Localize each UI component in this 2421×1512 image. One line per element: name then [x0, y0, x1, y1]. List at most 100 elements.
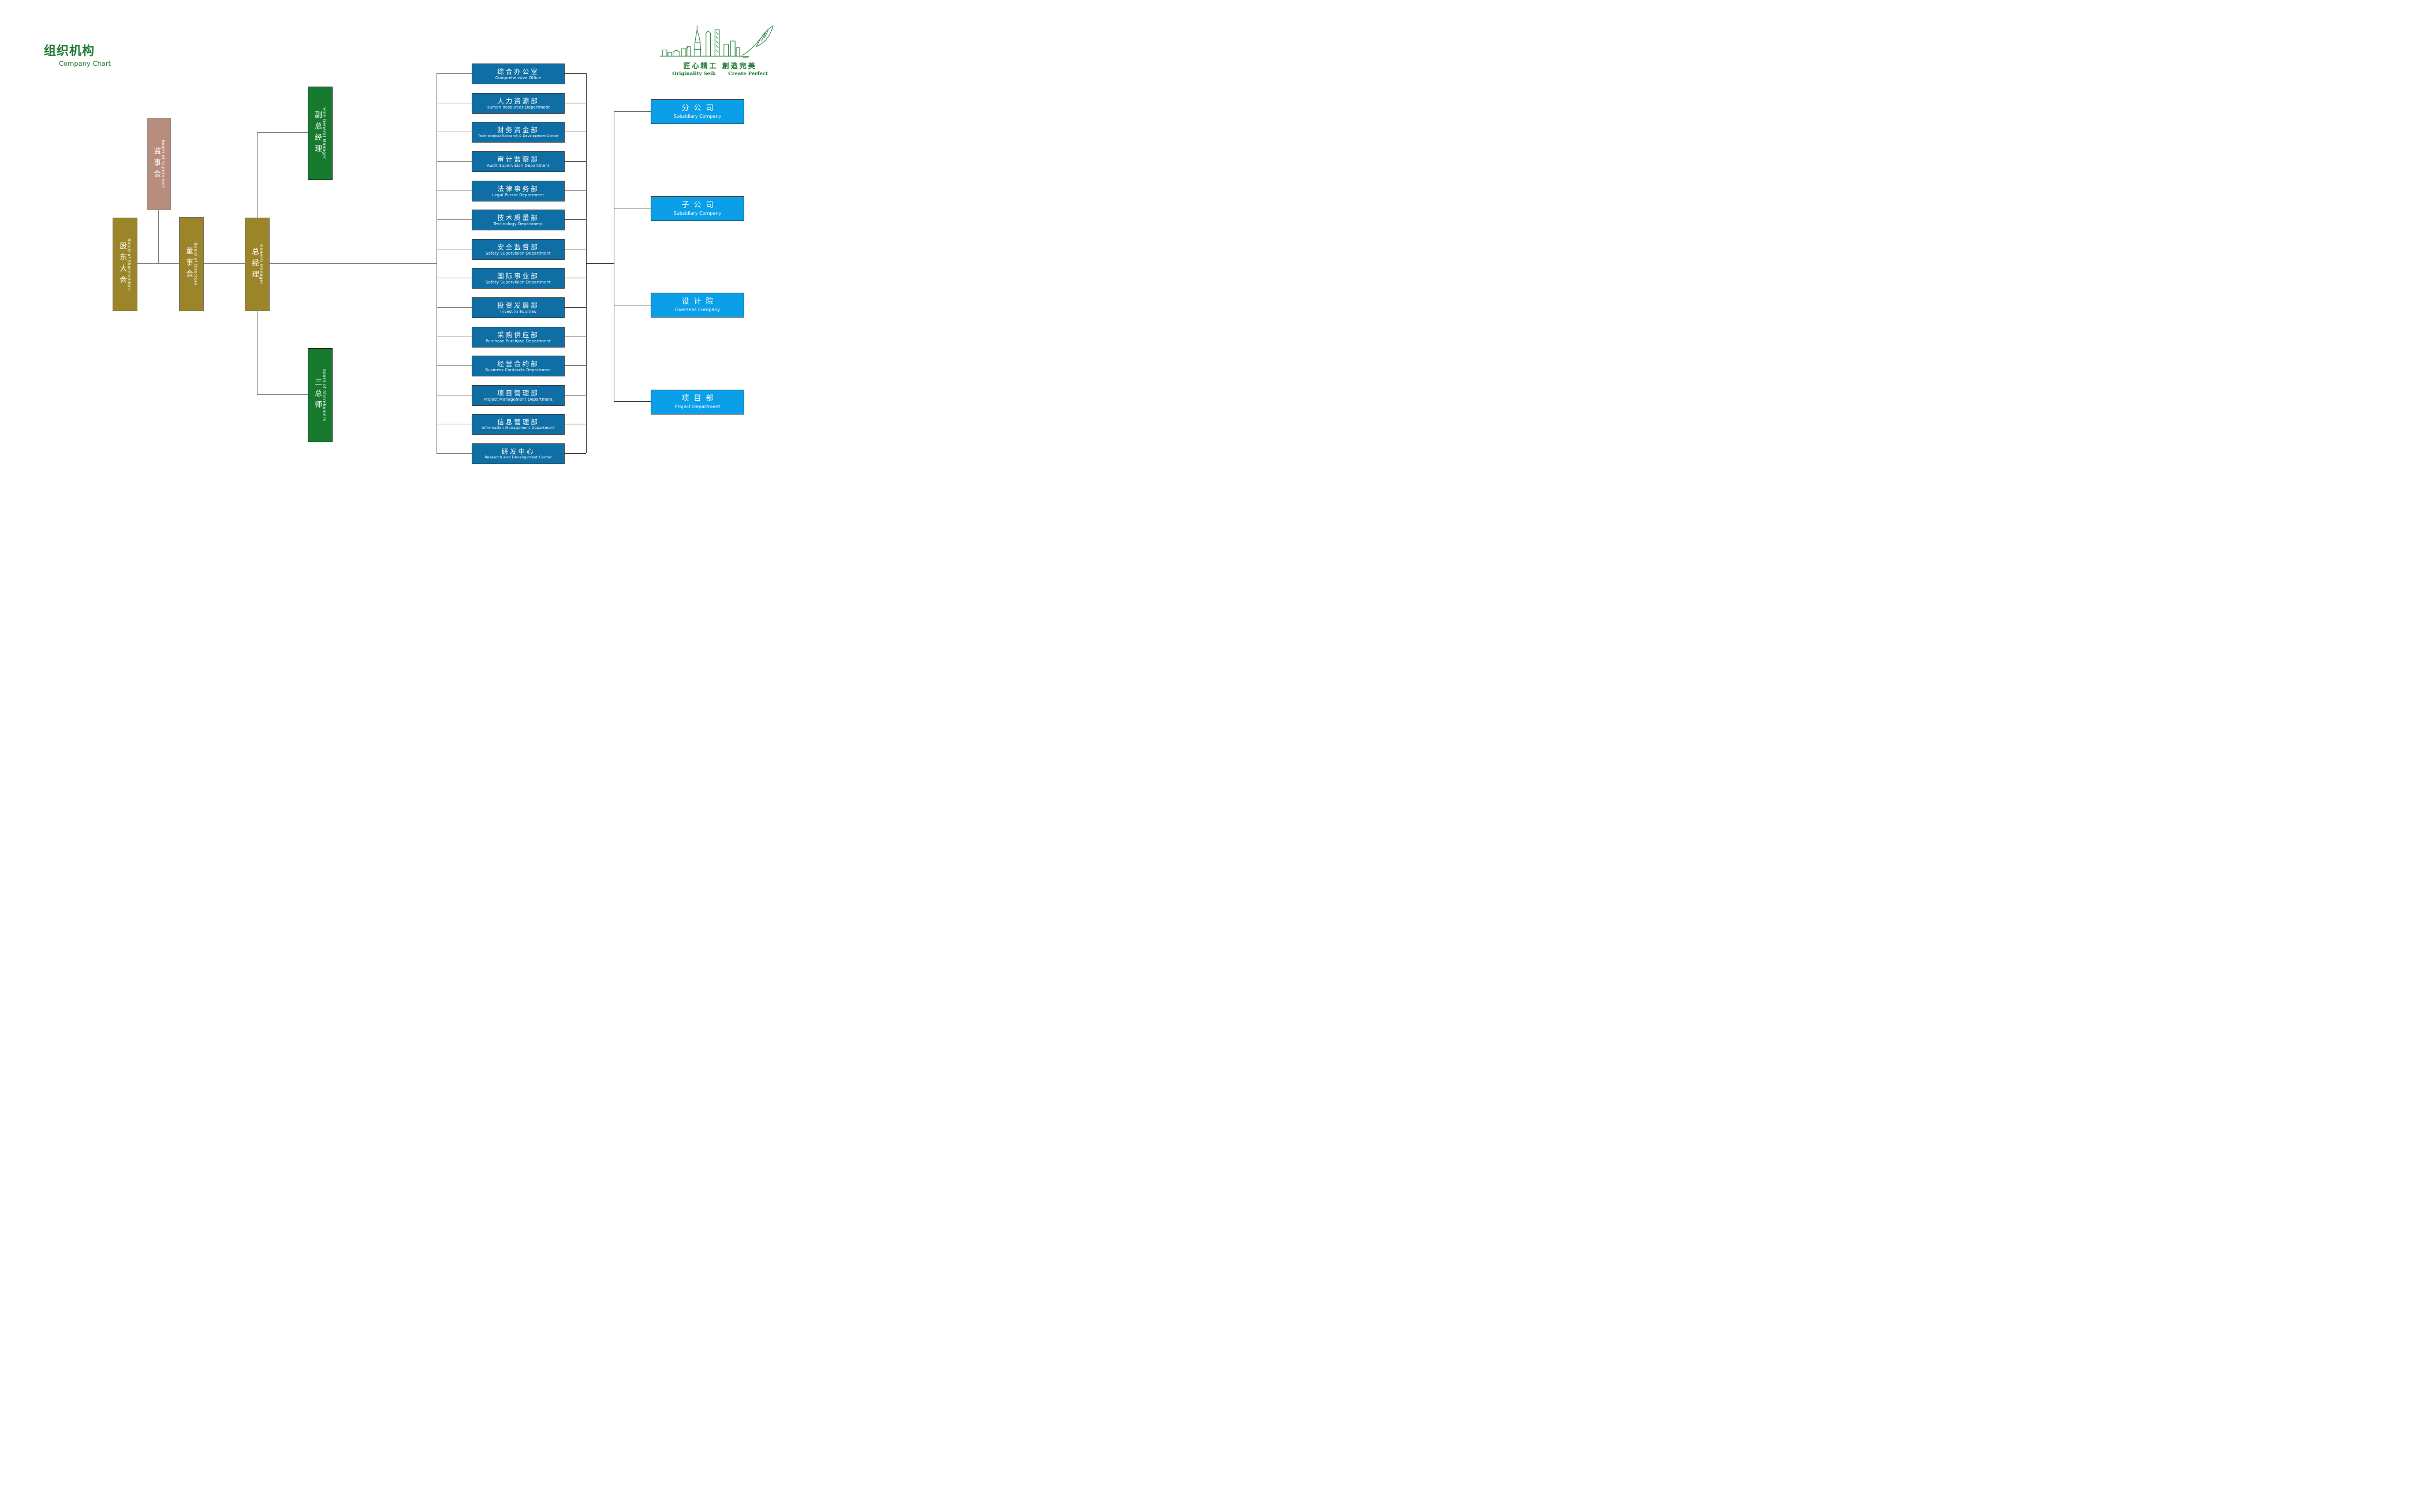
board-of-supervisors-label-cn: 监事会	[152, 147, 162, 181]
connector-branch-link	[586, 263, 614, 264]
three-chiefs-label-en: Board of Shareholders	[322, 369, 327, 421]
branch-box-project-department: 项目部 Project Department	[651, 390, 744, 415]
dept-label-en: Human Resources Department	[486, 104, 550, 110]
board-of-shareholders-label-cn: 股东大会	[118, 242, 128, 287]
dept-box-finance-funds: 财务资金部 Technological Research & Developme…	[472, 122, 565, 143]
dept-label-en: Project Management Department	[483, 397, 553, 402]
connector-line	[437, 365, 472, 366]
dept-label-cn: 法律事务部	[497, 184, 539, 193]
dept-label-en: Safety Supervision Department	[486, 279, 551, 285]
dept-box-legal-affairs: 法律事务部 Legal Purser Department	[472, 181, 565, 201]
branch-label-cn: 项目部	[681, 394, 718, 404]
dept-label-cn: 采购供应部	[497, 330, 539, 339]
dept-label-cn: 国际事业部	[497, 271, 539, 280]
branch-label-cn: 子公司	[681, 201, 718, 210]
dept-label-en: Research and Development Center	[484, 456, 552, 460]
dept-label-cn: 安全监督部	[497, 242, 539, 251]
dept-box-project-management: 项目管理部 Project Management Department	[472, 385, 565, 406]
dept-box-safety-supervision: 安全监督部 Safety Supervision Department	[472, 239, 565, 260]
box-board-of-directors: 董事会 Board of Directors	[179, 217, 204, 311]
connector-line	[437, 219, 472, 220]
branch-label-cn: 分公司	[681, 104, 718, 113]
city-skyline-illustration	[659, 25, 774, 58]
dept-box-investment-development: 投资发展部 Invest in Equities	[472, 297, 565, 318]
dept-box-information-management: 信息管理部 Information Management Department	[472, 414, 565, 435]
dept-label-en: Information Management Department	[482, 426, 555, 431]
general-manager-label-cn: 总经理	[251, 247, 260, 282]
dept-box-purchase-supply: 采购供应部 Purchase Purchase Department	[472, 327, 565, 348]
dept-label-en: Business Contracts Department	[485, 367, 551, 372]
connector-line	[437, 307, 472, 308]
dept-box-research-development-center: 研发中心 Research and Development Center	[472, 443, 565, 464]
page-title: 组织机构 Company Chart	[44, 42, 111, 68]
connector-line	[564, 307, 586, 308]
connector-line	[564, 219, 586, 220]
board-of-supervisors-label-en: Board of Supervisors	[161, 139, 166, 189]
dept-box-comprehensive-office: 综合办公室 Comprehensive Office	[472, 64, 565, 84]
dept-label-en: Invest in Equities	[500, 309, 536, 314]
connector-line	[437, 453, 472, 454]
dept-label-en: Safety Supervision Department	[486, 251, 551, 256]
dept-label-cn: 信息管理部	[497, 417, 539, 426]
vice-general-manager-label-cn: 副总经理	[314, 111, 323, 156]
dept-label-cn: 人力资源部	[497, 96, 539, 105]
connector-line	[437, 73, 472, 74]
company-logo: 匠心精工 創造完美 Originality Seik Create Perfect	[656, 24, 784, 77]
connector-line	[614, 401, 651, 402]
dept-label-en: Purchase Purchase Department	[486, 338, 551, 344]
dept-box-business-contracts: 经营合约部 Business Contracts Department	[472, 356, 565, 376]
branch-label-en: Overseas Company	[674, 307, 720, 313]
connector-main-horizontal	[136, 263, 437, 264]
general-manager-label-en: General Manager	[259, 244, 264, 285]
dept-label-cn: 财务资金部	[497, 126, 539, 135]
box-board-of-shareholders: 股东大会 Board of Shareholders	[113, 218, 137, 311]
dept-box-audit-supervision: 审计监察部 Audit Supervision Department	[472, 151, 565, 172]
connector-chiefs-stub	[257, 394, 308, 395]
vice-general-manager-label-en: Vice General Manager	[322, 107, 327, 159]
dept-label-en: Technology Department	[493, 221, 543, 226]
branch-label-en: Subsidiary Company	[673, 211, 722, 216]
dept-box-technology-quality: 技术质量部 Technology Department	[472, 210, 565, 230]
connector-line	[614, 111, 651, 112]
dept-label-cn: 投资发展部	[497, 301, 539, 309]
connector-line	[564, 73, 586, 74]
dept-label-cn: 经营合约部	[497, 359, 539, 368]
logo-slogan-en: Originality Seik Create Perfect	[656, 71, 784, 77]
logo-slogan-en-right: Create Perfect	[728, 71, 768, 77]
dept-box-international-business: 国际事业部 Safety Supervision Department	[472, 268, 565, 289]
connector-line	[564, 161, 586, 162]
dept-label-cn: 综合办公室	[497, 67, 539, 76]
box-general-manager: 总经理 General Manager	[245, 218, 270, 311]
connector-vgm-stub	[257, 132, 308, 133]
box-board-of-supervisors: 监事会 Board of Supervisors	[147, 118, 171, 210]
connector-line	[437, 161, 472, 162]
dept-label-cn: 项目管理部	[497, 389, 539, 397]
three-chiefs-label-cn: 三总师	[314, 378, 323, 412]
dept-label-cn: 技术质量部	[497, 213, 539, 222]
branch-box-subsidiary-company-1: 分公司 Subsidiary Company	[651, 99, 744, 124]
board-of-directors-label-en: Board of Directors	[193, 242, 199, 286]
branch-label-en: Project Department	[674, 404, 721, 410]
connector-supervisors-drop	[158, 209, 159, 263]
branch-box-design-institute: 设计院 Overseas Company	[651, 293, 744, 318]
dept-box-human-resources: 人力资源部 Human Resources Department	[472, 93, 565, 114]
box-three-chiefs: 三总师 Board of Shareholders	[308, 348, 333, 442]
page-title-cn: 组织机构	[44, 44, 95, 58]
logo-slogan-en-left: Originality Seik	[672, 71, 716, 77]
dept-label-en: Legal Purser Department	[492, 192, 544, 197]
logo-slogan-cn: 匠心精工 創造完美	[683, 62, 757, 70]
branch-label-en: Subsidiary Company	[673, 114, 722, 120]
dept-label-en: Technological Research & Development Cen…	[478, 134, 559, 138]
dept-label-en: Comprehensive Office	[495, 75, 542, 80]
branch-box-subsidiary-company-2: 子公司 Subsidiary Company	[651, 196, 744, 221]
dept-label-en: Audit Supervision Department	[487, 163, 550, 168]
org-chart-canvas: 组织机构 Company Chart 匠心精工 創造完美 Originality…	[0, 0, 807, 504]
dept-label-cn: 审计监察部	[497, 155, 539, 163]
connector-line	[564, 365, 586, 366]
board-of-shareholders-label-en: Board of Shareholders	[126, 238, 132, 291]
page-title-en: Company Chart	[59, 59, 111, 68]
dept-label-cn: 研发中心	[501, 447, 535, 456]
connector-line	[564, 453, 586, 454]
box-vice-general-manager: 副总经理 Vice General Manager	[308, 87, 333, 180]
board-of-directors-label-cn: 董事会	[185, 247, 194, 281]
